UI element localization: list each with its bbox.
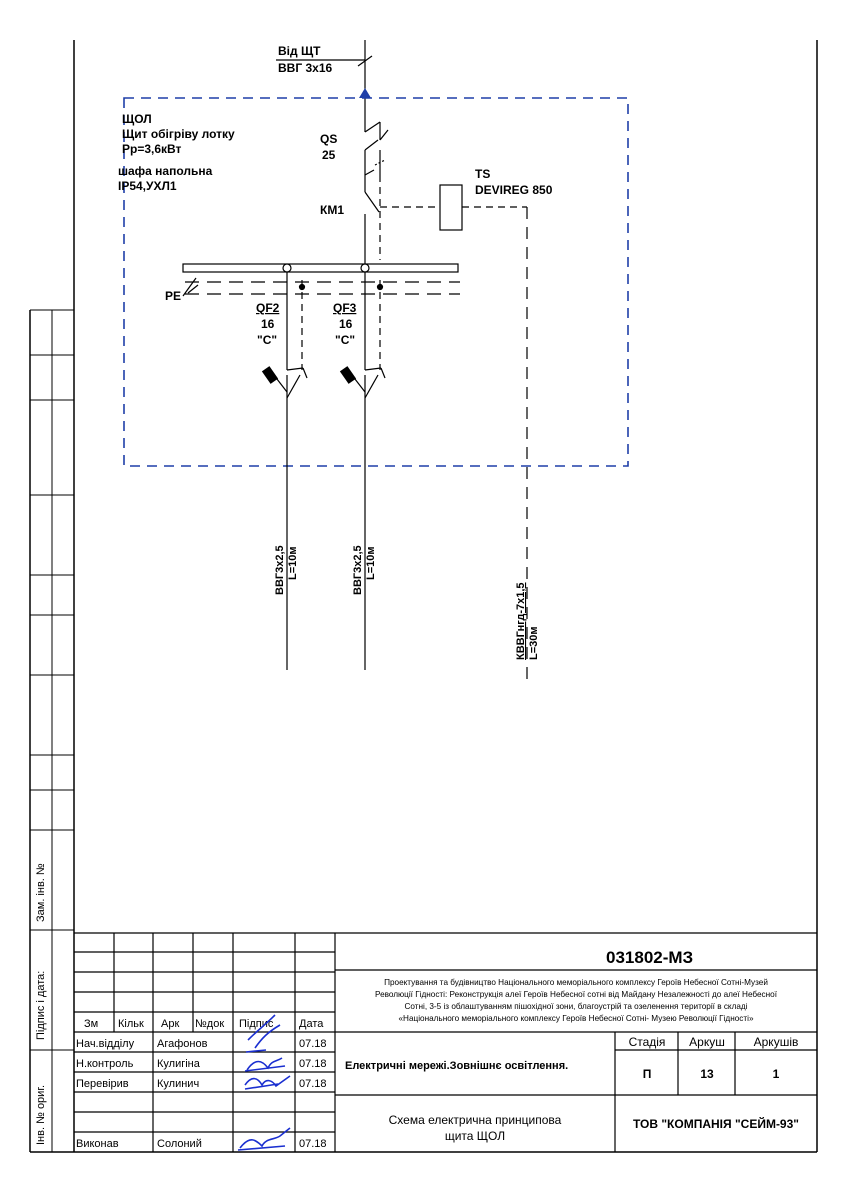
panel-boundary [123, 97, 629, 467]
cable-2-type: ВВГ3х2,5 [352, 545, 364, 595]
feeder [276, 40, 373, 120]
qf2-label: QF2 [256, 301, 280, 315]
km1-label: КМ1 [320, 203, 344, 217]
qf3-label: QF3 [333, 301, 357, 315]
header-data: Дата [299, 1018, 324, 1030]
qf3-rating: 16 [339, 317, 353, 331]
qs-rating: 25 [322, 148, 336, 162]
row-date-3: 07.18 [299, 1078, 327, 1090]
cable-3-length: L=30м [528, 626, 540, 660]
km1-contactor [364, 175, 440, 268]
qf3-curve: "C" [335, 333, 355, 347]
row-name-2: Кулигіна [157, 1058, 201, 1070]
feed-source-label: Від ЩТ [278, 44, 321, 58]
side-label-zam: Зам. інв. № [35, 863, 47, 922]
signature-2-icon [244, 1057, 286, 1072]
row-role-4: Виконав [76, 1138, 119, 1150]
cable-3-type: КВВГнгд-7х1,5 [515, 582, 527, 660]
section-title: Електричні мережі.Зовнішнє освітлення. [345, 1060, 568, 1072]
project-line-3: Сотні, 3-5 із облаштуванням пішохідної з… [404, 1002, 747, 1011]
project-line-4: «Національного меморіального комплексу Г… [399, 1014, 754, 1023]
header-ark: Арк [161, 1018, 179, 1030]
qf2-curve: "C" [257, 333, 277, 347]
row-date-1: 07.18 [299, 1038, 327, 1050]
header-pidpys: Підпис [239, 1018, 274, 1030]
row-name-4: Солоний [157, 1138, 202, 1150]
stage-value: П [643, 1067, 652, 1081]
company-name: ТОВ "КОМПАНІЯ "СЕЙМ-93" [633, 1116, 799, 1131]
qf2-rating: 16 [261, 317, 275, 331]
row-role-3: Перевірив [76, 1078, 129, 1090]
header-ndok: №док [195, 1018, 224, 1030]
project-line-1: Проектування та будівництво Національног… [384, 978, 768, 987]
project-line-2: Революції Гідності: Реконструкція алеї Г… [375, 990, 778, 999]
row-date-2: 07.18 [299, 1058, 327, 1070]
sheet-frame [29, 40, 818, 1153]
drawing-title-2: щита ЩОЛ [445, 1129, 505, 1143]
qs-switch [364, 120, 389, 180]
side-label-pidpys: Підпис і дата: [35, 971, 47, 1040]
row-role-1: Нач.відділу [76, 1038, 135, 1050]
header-zm: Зм [84, 1018, 98, 1030]
pe-terminal [182, 277, 199, 297]
sheets-value: 1 [773, 1067, 780, 1081]
header-kilk: Кільк [118, 1018, 144, 1030]
row-name-3: Кулинич [157, 1078, 199, 1090]
ts-thermostat [439, 184, 528, 680]
signature-1-icon [245, 1014, 281, 1053]
sheets-header: Аркушів [754, 1035, 799, 1049]
sheet-header: Аркуш [689, 1035, 725, 1049]
feed-arrow-icon [359, 88, 371, 98]
panel-desc-4: IP54,УХЛ1 [118, 179, 177, 193]
row-role-2: Н.контроль [76, 1058, 134, 1070]
qf2-breaker [261, 272, 308, 670]
ts-model: DEVIREG 850 [475, 183, 553, 197]
panel-desc-3: шафа напольна [118, 164, 213, 178]
signature-4-icon [237, 1127, 291, 1151]
feed-cable-label: ВВГ 3х16 [278, 61, 332, 75]
sheet-value: 13 [700, 1067, 714, 1081]
title-block-grid [74, 932, 817, 1152]
signature-3-icon [244, 1075, 291, 1090]
panel-desc-2: Рр=3,6кВт [122, 142, 182, 156]
cable-1-type: ВВГ3х2,5 [274, 545, 286, 595]
signature-marks [237, 1014, 291, 1151]
panel-desc-1: Щит обігріву лотку [122, 127, 235, 141]
row-name-1: Агафонов [157, 1038, 208, 1050]
qf3-breaker [339, 272, 386, 670]
side-stamp-grid [30, 309, 74, 1152]
pe-label: PE [165, 289, 181, 303]
cable-2-length: L=10м [365, 546, 377, 580]
panel-name: ЩОЛ [122, 112, 152, 126]
busbar [182, 263, 460, 295]
side-label-inv: Інв. № ориг. [35, 1085, 47, 1145]
document-code: 031802-МЗ [606, 948, 693, 967]
cable-1-length: L=10м [287, 546, 299, 580]
ts-label: TS [475, 167, 490, 181]
drawing-title-1: Схема електрична принципова [389, 1113, 562, 1127]
stage-header: Стадія [629, 1035, 666, 1049]
row-date-4: 07.18 [299, 1138, 327, 1150]
qs-label: QS [320, 132, 337, 146]
